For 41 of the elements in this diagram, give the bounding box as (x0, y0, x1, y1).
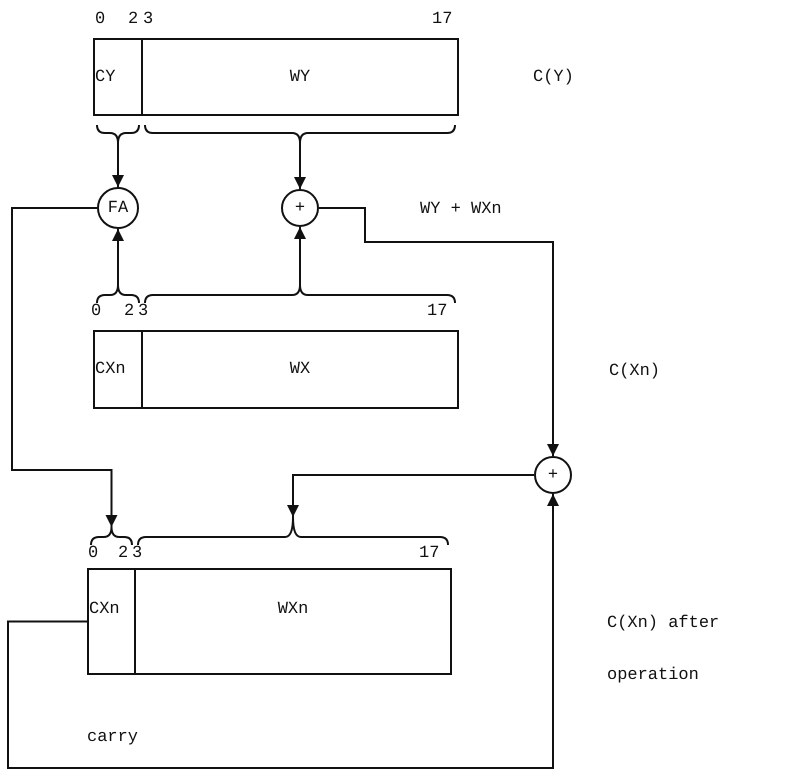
field-name: WXn (278, 600, 308, 619)
bit-number: 3 (132, 544, 142, 564)
register-field (87, 568, 136, 675)
adder-circle (534, 456, 572, 494)
bit-number: 2 (124, 302, 134, 322)
bit-number: 3 (138, 302, 148, 322)
field-name: WX (290, 360, 310, 379)
bit-number: 17 (419, 544, 440, 564)
field-name: CXn (95, 360, 126, 379)
register-label: C(Xn) after operation (607, 613, 720, 687)
field-name: CXn (89, 600, 120, 619)
field-name: CY (95, 68, 116, 86)
register-label: C(Y) (533, 68, 574, 88)
arrow (294, 227, 306, 285)
bit-number: 17 (432, 10, 452, 30)
adder-circle (97, 187, 139, 229)
register-field (141, 38, 459, 116)
arrow (7, 494, 559, 769)
arrow (11, 207, 118, 527)
register-field (141, 330, 459, 409)
bit-number: 17 (427, 302, 448, 322)
register-label: C(Xn) (609, 362, 660, 382)
field-name: WY (290, 68, 310, 86)
arrow (294, 143, 306, 189)
register-field (93, 330, 143, 409)
bit-number: 2 (118, 544, 128, 564)
bit-number: 0 (88, 544, 98, 564)
field-name: + (548, 466, 558, 484)
arrow (319, 207, 559, 456)
arrow (112, 229, 124, 285)
arrow (287, 474, 534, 517)
bit-number: 2 (128, 10, 138, 30)
bit-number: 3 (143, 10, 154, 30)
field-name: FA (108, 198, 128, 218)
bit-number: 0 (91, 302, 102, 322)
adder-circle (281, 189, 319, 227)
register-field (134, 568, 452, 675)
register-field (93, 38, 143, 116)
bit-number: 0 (95, 10, 106, 30)
field-name: + (294, 198, 306, 218)
arrow (112, 143, 124, 187)
